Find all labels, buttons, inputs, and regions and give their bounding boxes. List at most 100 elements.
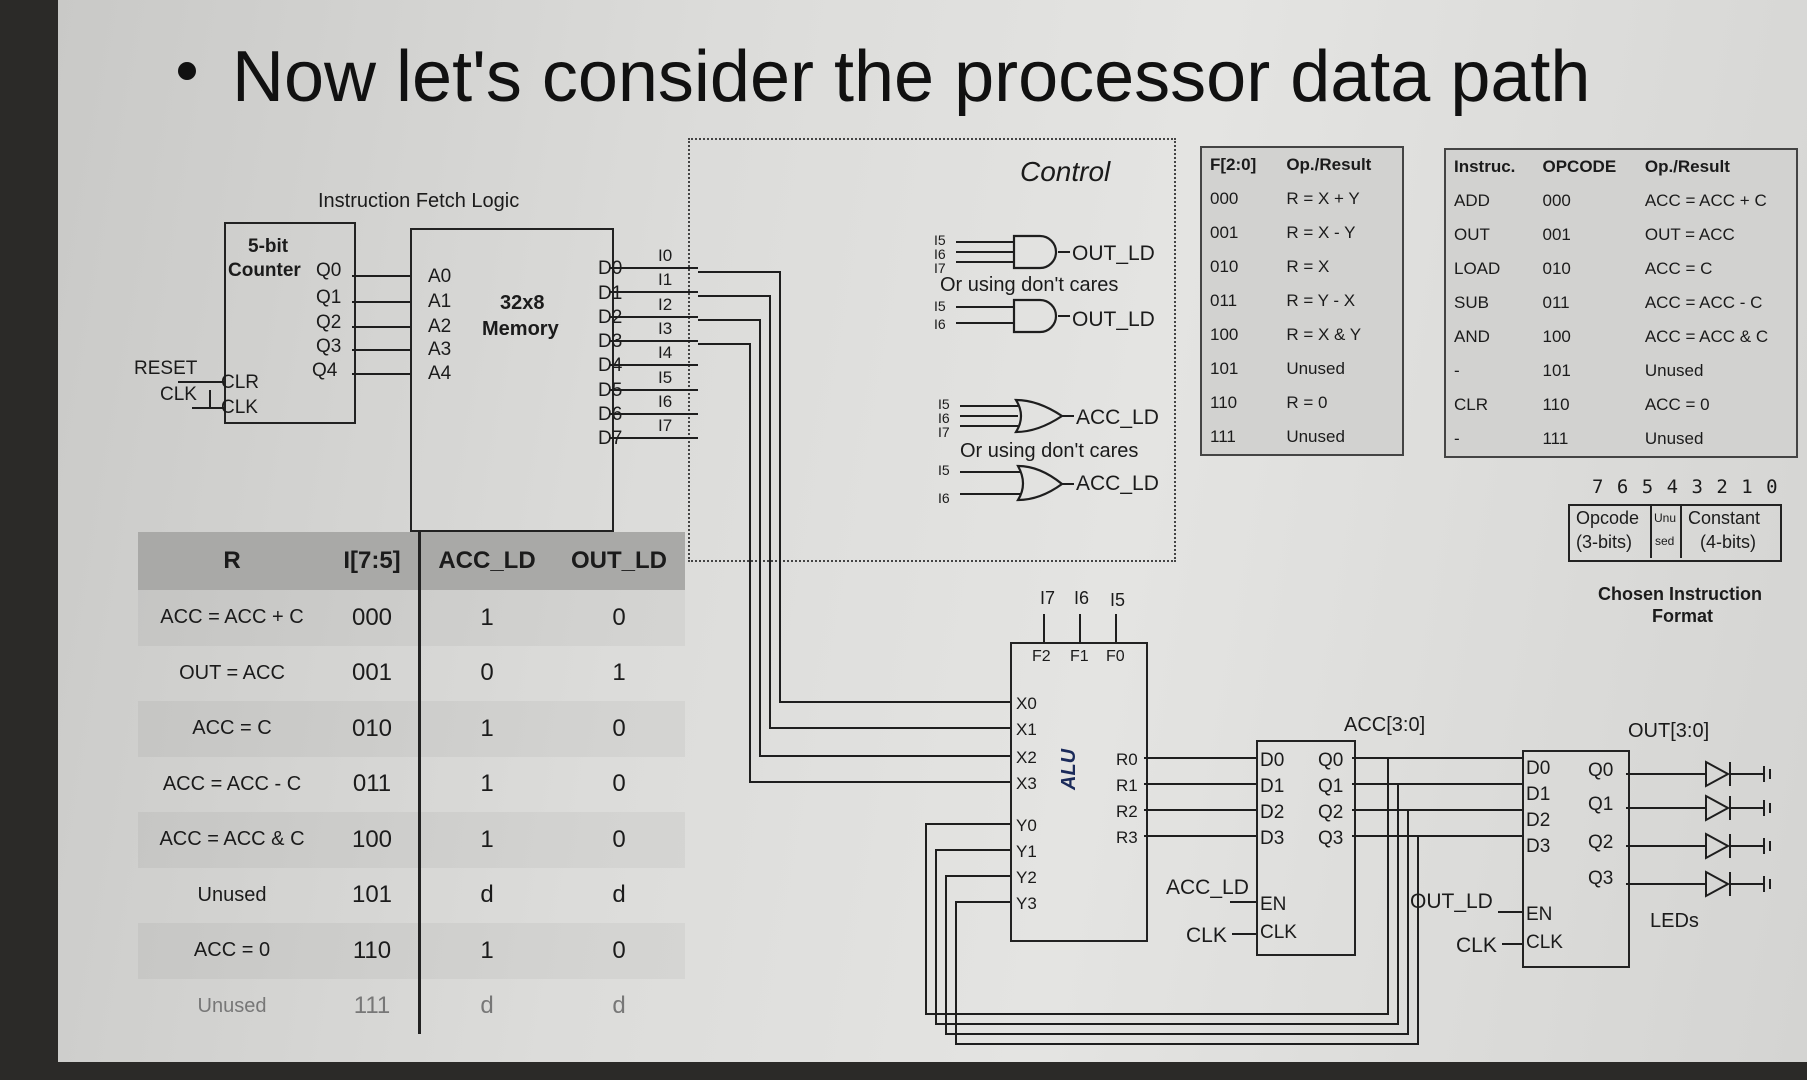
rtable-cell: ACC = 0 xyxy=(138,923,326,979)
led-3 xyxy=(1705,870,1771,898)
alu-select-wire xyxy=(1043,614,1117,642)
format-bit-numbers: 7 6 5 4 3 2 1 0 xyxy=(1592,476,1779,498)
rtable-cell: 1 xyxy=(612,659,626,687)
out-q0: Q0 xyxy=(1588,760,1614,781)
ftable-cell: 111 xyxy=(1210,427,1236,446)
address-bus-wire xyxy=(352,275,410,375)
acc-q1: Q1 xyxy=(1318,776,1344,797)
rtable-header: I[7:5] xyxy=(326,532,421,590)
mem-a1: A1 xyxy=(428,291,452,312)
out-q3: Q3 xyxy=(1588,868,1614,889)
counter-title-2: Counter xyxy=(228,260,301,281)
alu-sel-i6: I6 xyxy=(1074,588,1090,608)
circuit-wiring xyxy=(178,234,1771,1045)
itable-cell: 010 xyxy=(1542,259,1571,278)
ftable-cell: 001 xyxy=(1210,223,1239,242)
alu-x2: X2 xyxy=(1016,748,1037,767)
ftable-cell: R = X xyxy=(1286,257,1330,276)
rtable-cell: 000 xyxy=(326,590,421,646)
ftable-cell: R = X + Y xyxy=(1286,189,1360,208)
gate-output-wire xyxy=(1058,251,1074,485)
counter-q4: Q4 xyxy=(312,360,338,381)
alu-r2: R2 xyxy=(1116,802,1138,821)
ftable-cell: R = 0 xyxy=(1286,393,1328,412)
x2-wire xyxy=(698,319,1010,757)
out-ld-label: OUT_LD xyxy=(1410,890,1493,913)
itable-cell: ACC = ACC & C xyxy=(1644,327,1769,346)
counter-q0: Q0 xyxy=(316,260,342,281)
rtable-cell: d xyxy=(480,992,494,1020)
alu-x0: X0 xyxy=(1016,694,1037,713)
ftable-cell: 110 xyxy=(1210,393,1238,412)
alu-sel-i7: I7 xyxy=(1040,588,1056,608)
rtable-cell: 001 xyxy=(326,645,421,701)
or-gate-1 xyxy=(1014,398,1064,434)
format-divider xyxy=(1650,506,1652,558)
itable-cell: ACC = ACC + C xyxy=(1644,191,1767,210)
rtable-header: ACC_LD xyxy=(419,532,553,590)
alu-x3: X3 xyxy=(1016,774,1037,793)
acc-d0: D0 xyxy=(1260,750,1285,771)
led-2 xyxy=(1705,832,1771,860)
memory-block xyxy=(410,228,614,532)
counter-q2: Q2 xyxy=(316,312,342,333)
acc-q3: Q3 xyxy=(1318,828,1344,849)
mem-a3: A3 xyxy=(428,339,452,360)
x0-wire xyxy=(698,271,1010,703)
itable-cell: AND xyxy=(1454,327,1490,346)
gate1-in-i5: I5 xyxy=(934,232,946,248)
alu-r3: R3 xyxy=(1116,828,1138,847)
rtable-cell: 0 xyxy=(553,590,685,646)
format-box xyxy=(1568,504,1782,562)
gate2-output: OUT_LD xyxy=(1072,308,1155,331)
ftable-cell: Unused xyxy=(1286,359,1345,378)
format-opcode-1: Opcode xyxy=(1576,508,1640,528)
itable-cell: 100 xyxy=(1542,327,1571,346)
slide-title: Now let's consider the processor data pa… xyxy=(232,37,1591,117)
acc-label: ACC[3:0] xyxy=(1344,714,1426,736)
gate2-input-wire xyxy=(956,306,1014,324)
alu-y3: Y3 xyxy=(1016,894,1037,913)
rtable-cell: 1 xyxy=(480,770,494,798)
or-gate-2 xyxy=(1016,464,1064,502)
rtable-cell: 0 xyxy=(612,770,626,798)
out-d0: D0 xyxy=(1526,758,1551,779)
gate4-in-i5: I5 xyxy=(938,462,950,478)
itable-cell: - xyxy=(1454,361,1460,380)
format-const-2: (4-bits) xyxy=(1700,532,1757,552)
rtable-cell: 0 xyxy=(553,701,685,757)
rtable-cell: ACC = ACC - C xyxy=(162,772,302,795)
rtable-header: R xyxy=(138,532,326,590)
format-opcode-2: (3-bits) xyxy=(1576,532,1633,552)
rtable-cell: 0 xyxy=(480,659,494,687)
control-block xyxy=(688,138,1176,562)
gate1-output: OUT_LD xyxy=(1072,242,1155,265)
instr-i5: I5 xyxy=(658,368,673,387)
ftable-cell: R = X & Y xyxy=(1286,325,1362,344)
memory-title-2: Memory xyxy=(482,318,559,340)
led-0 xyxy=(1705,760,1771,788)
rtable-cell: 011 xyxy=(326,756,421,812)
alu-block xyxy=(1010,642,1148,942)
alu-r0: R0 xyxy=(1116,750,1138,769)
alu-sel-i5: I5 xyxy=(1110,590,1126,610)
out-d3: D3 xyxy=(1526,836,1551,857)
mem-a2: A2 xyxy=(428,316,452,337)
itable-cell: 111 xyxy=(1542,429,1569,448)
instr-i2: I2 xyxy=(658,295,673,314)
y1-feedback-wire xyxy=(935,784,1399,1025)
itable-cell: ACC = 0 xyxy=(1644,395,1710,414)
gate3-input-wire xyxy=(960,405,1018,427)
itable-cell: OUT xyxy=(1454,225,1490,244)
rtable-cell: ACC = ACC & C xyxy=(138,812,326,868)
itable-cell: Unused xyxy=(1644,429,1704,448)
mem-a4: A4 xyxy=(428,363,452,384)
acc-en-pin: EN xyxy=(1260,894,1287,915)
rtable-cell: d xyxy=(612,992,626,1020)
acc-ld-label: ACC_LD xyxy=(1166,876,1249,899)
mem-d1: D1 xyxy=(598,283,623,304)
reset-clk-wire xyxy=(178,381,224,409)
counter-clr-pin: CLR xyxy=(221,372,260,393)
